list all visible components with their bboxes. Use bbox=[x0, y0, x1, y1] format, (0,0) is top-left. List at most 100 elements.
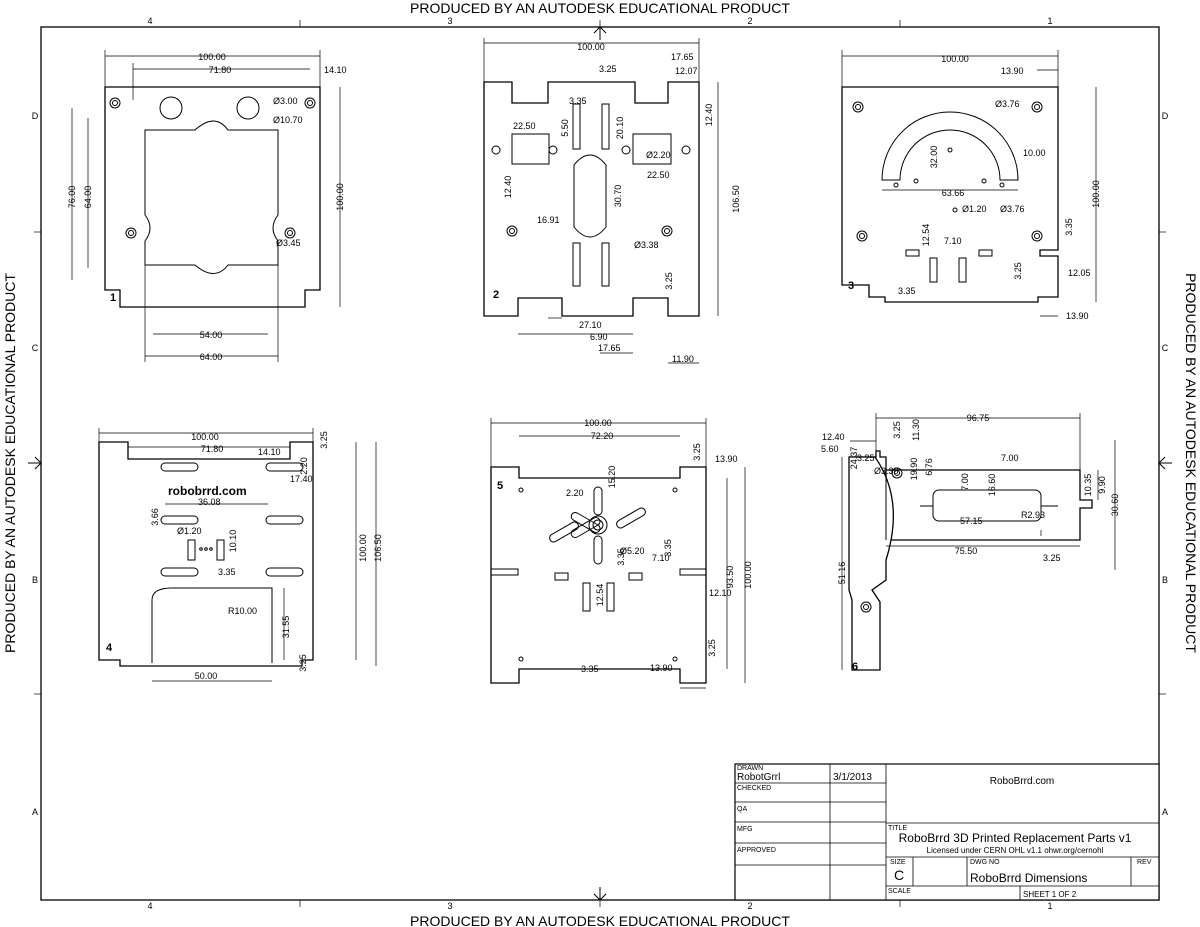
part-5-dim-7: 7.10 bbox=[652, 553, 670, 563]
part-2-dim-20: 11.90 bbox=[672, 354, 694, 364]
part-5-dim-13: 100.00 bbox=[743, 561, 753, 589]
zone-ticks bbox=[34, 20, 1166, 907]
part-2-dim-7: 5.50 bbox=[560, 119, 570, 137]
part-2-dim-8: 20.10 bbox=[615, 117, 625, 140]
part-6-dim-16: 51.16 bbox=[837, 562, 847, 585]
part-5-dim-1: 72.20 bbox=[591, 431, 614, 441]
part-5-dim-4: 15.20 bbox=[607, 466, 617, 489]
watermark-top: PRODUCED BY AN AUTODESK EDUCATIONAL PROD… bbox=[410, 0, 790, 16]
part-6-dim-6: Ø3.38 bbox=[874, 466, 899, 476]
part-5-dim-10: 12.54 bbox=[595, 584, 605, 607]
part-1-dim-8: Ø3.45 bbox=[276, 238, 301, 248]
zone-col-bottom-4: 4 bbox=[147, 901, 152, 911]
part-5-number: 5 bbox=[497, 480, 503, 492]
zone-col-top-1: 1 bbox=[1047, 16, 1052, 26]
tb-license: Licensed under CERN OHL v1.1 ohwr.org/ce… bbox=[927, 846, 1104, 855]
tb-size-label: SIZE bbox=[890, 859, 906, 866]
zone-row-left-c: C bbox=[32, 343, 39, 353]
part-6-dim-14: 9.90 bbox=[1097, 476, 1107, 494]
part-4-dim-3: 14.10 bbox=[258, 447, 281, 457]
tb-drawn-by: RobotGrrl bbox=[737, 772, 780, 783]
part-3-dim-13: 12.05 bbox=[1068, 268, 1091, 278]
part-4-dim-10: 3.35 bbox=[218, 567, 236, 577]
zone-row-left-b: B bbox=[32, 575, 38, 585]
part-3-dim-3: 32.00 bbox=[929, 146, 939, 169]
part-6-dim-20: 3.25 bbox=[1043, 553, 1061, 563]
part-6-dim-7: 3.25 bbox=[857, 453, 875, 463]
part-2-dim-3: 12.07 bbox=[675, 66, 698, 76]
tb-drawn-date: 3/1/2013 bbox=[833, 772, 872, 783]
tb-title: RoboBrrd 3D Printed Replacement Parts v1 bbox=[899, 831, 1132, 845]
part-1-dim-7: 100.00 bbox=[335, 183, 345, 211]
part-6-dim-19: 75.50 bbox=[955, 546, 978, 556]
zone-col-top-4: 4 bbox=[147, 16, 152, 26]
part-4-dim-13: 106.50 bbox=[373, 534, 383, 562]
part-6-dim-17: 57.15 bbox=[960, 516, 983, 526]
zone-row-right-d: D bbox=[1162, 111, 1169, 121]
part-4-dim-8: Ø1.20 bbox=[177, 526, 202, 536]
part-2-dim-10: 22.50 bbox=[647, 170, 670, 180]
part-6-dim-5: 24.37 bbox=[849, 447, 859, 470]
zone-col-top-3: 3 bbox=[447, 16, 452, 26]
part-3-dim-0: 100.00 bbox=[941, 54, 969, 64]
part-4-dim-16: 50.00 bbox=[195, 671, 218, 681]
title-block: DRAWN RobotGrrl 3/1/2013 CHECKED QA MFG … bbox=[734, 763, 1160, 901]
part-4-dim-12: 100.00 bbox=[358, 534, 368, 562]
tb-scale-label: SCALE bbox=[888, 888, 911, 895]
part-3-dim-11: 3.35 bbox=[1064, 218, 1074, 236]
part-5-dim-16: 3.35 bbox=[581, 664, 599, 674]
part-1-dim-4: Ø10.70 bbox=[273, 115, 303, 125]
part-2-dim-1: 17.65 bbox=[671, 52, 694, 62]
part-4-dim-14: 31.55 bbox=[281, 616, 291, 639]
part-3-dim-14: 3.35 bbox=[898, 286, 916, 296]
part-6-dim-15: 30.60 bbox=[1110, 494, 1120, 517]
part-2-dim-17: 27.10 bbox=[579, 320, 602, 330]
zone-col-bottom-3: 3 bbox=[447, 901, 452, 911]
tb-checked-label: CHECKED bbox=[737, 785, 771, 792]
part-3-dim-10: 7.10 bbox=[944, 236, 962, 246]
zone-row-left-a: A bbox=[32, 807, 38, 817]
part-6-dim-11: 16.60 bbox=[987, 474, 997, 497]
watermark-left: PRODUCED BY AN AUTODESK EDUCATIONAL PROD… bbox=[2, 273, 18, 653]
part-2-dim-14: 106.50 bbox=[731, 185, 741, 213]
part-1-number: 1 bbox=[110, 292, 116, 304]
part-3-dim-6: Ø1.20 bbox=[962, 204, 987, 214]
tb-sheet: SHEET 1 OF 2 bbox=[1023, 890, 1077, 899]
part-2-dim-5: 12.40 bbox=[704, 104, 714, 127]
tb-drawn-label: DRAWN bbox=[737, 765, 763, 772]
part-1-dim-0: 100.00 bbox=[198, 52, 226, 62]
part-4-dim-4: 2.20 bbox=[299, 457, 309, 475]
part-3-dim-5: 63.66 bbox=[942, 188, 965, 198]
part-6-dim-1: 12.40 bbox=[822, 432, 845, 442]
part-6-dim-9: 6.76 bbox=[924, 458, 934, 476]
part-2-dim-18: 6.90 bbox=[590, 332, 608, 342]
part-2-dim-16: 3.25 bbox=[664, 272, 674, 290]
part-5-dim-15: 13.90 bbox=[650, 663, 673, 673]
part-1-dim-3: Ø3.00 bbox=[273, 96, 298, 106]
centering-arrows bbox=[28, 26, 1172, 901]
zone-col-bottom-1: 1 bbox=[1047, 901, 1052, 911]
part-4-number: 4 bbox=[106, 642, 113, 654]
part-3-dim-8: 100.00 bbox=[1091, 180, 1101, 208]
part-4-view: 4 robobrrd.com 100.00 3.25 71.80 14.10 2… bbox=[98, 428, 383, 682]
part-1-dim-6: 64.00 bbox=[83, 186, 93, 209]
zone-col-top-2: 2 bbox=[747, 16, 752, 26]
part-5-dim-5: 2.20 bbox=[566, 488, 584, 498]
part-2-dim-11: 12.40 bbox=[503, 176, 513, 199]
part-4-dim-2: 71.80 bbox=[201, 444, 224, 454]
part-2-dim-19: 17.65 bbox=[598, 343, 621, 353]
tb-title-label: TITLE bbox=[888, 825, 907, 832]
zone-row-right-c: C bbox=[1162, 343, 1169, 353]
part-3-dim-4: 10.00 bbox=[1023, 148, 1046, 158]
part-3-dim-7: Ø3.76 bbox=[1000, 204, 1025, 214]
part-3-dim-2: Ø3.76 bbox=[995, 99, 1020, 109]
part-2-dim-9: Ø2.20 bbox=[646, 150, 671, 160]
part-1-dim-10: 64.00 bbox=[200, 352, 223, 362]
part-6-dim-13: 10.35 bbox=[1083, 474, 1093, 497]
part-4-dim-0: 100.00 bbox=[191, 432, 219, 442]
part-3-dim-15: 13.90 bbox=[1066, 311, 1089, 321]
part-4-dim-1: 3.25 bbox=[319, 431, 329, 449]
part-3-dim-9: 12.54 bbox=[921, 224, 931, 247]
zone-row-left-d: D bbox=[32, 111, 39, 121]
